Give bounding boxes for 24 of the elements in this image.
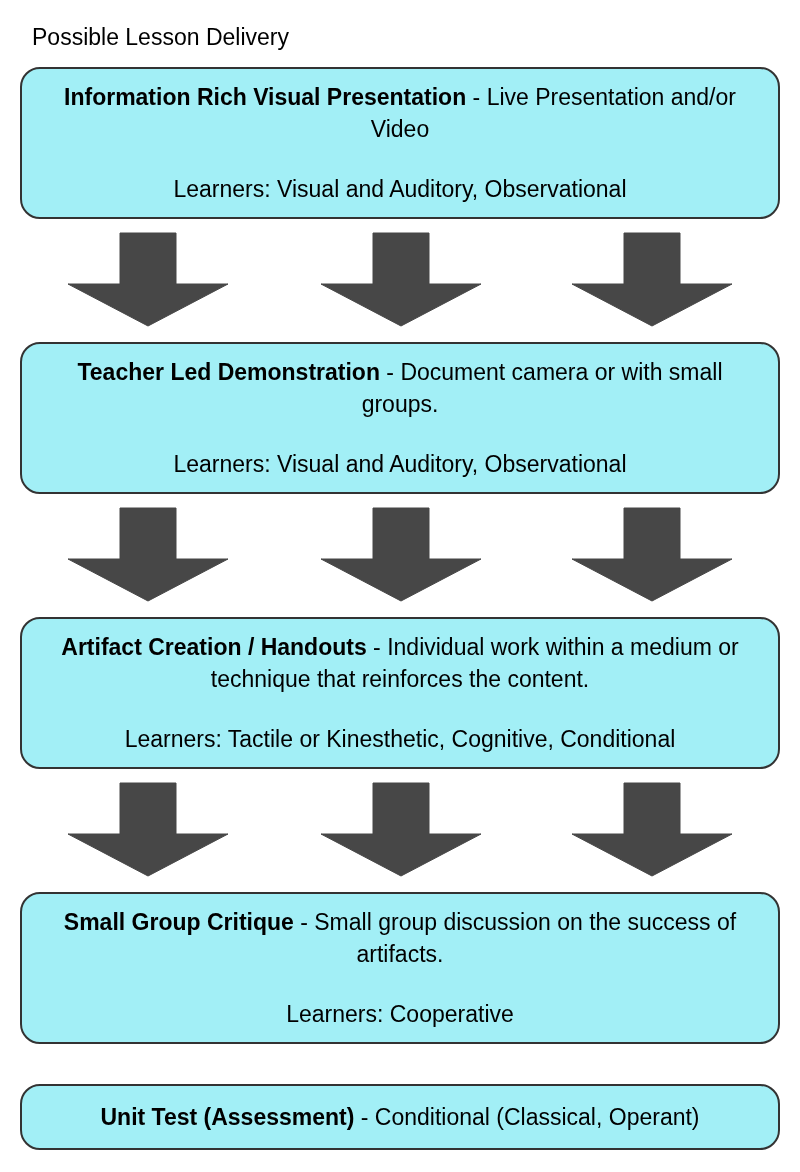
learner-types: Learners: Tactile or Kinesthetic, Cognitive, Conditional [124, 725, 676, 754]
step-description: Teacher Led Demonstration - Document camera or with small groups. [76, 358, 724, 419]
step-description: Small Group Critique - Small group discussion on the success of artifacts. [62, 908, 738, 969]
learner-types: Learners: Cooperative [286, 1000, 514, 1029]
step-description: Information Rich Visual Presentation - Live Presentation and/or Video [63, 83, 737, 144]
learner-types: Learners: Visual and Auditory, Observational [173, 450, 627, 479]
step-description: Artifact Creation / Handouts - Individual work within a medium or technique that reinforces the content. [60, 633, 740, 694]
block-arrow [571, 507, 733, 602]
process-box [20, 617, 780, 769]
block-arrow [320, 232, 482, 327]
block-arrow [320, 782, 482, 877]
diagram-title: Possible Lesson Delivery [32, 26, 289, 49]
process-box [20, 342, 780, 494]
block-arrow [320, 507, 482, 602]
step-description: Unit Test (Assessment) - Conditional (Classical, Operant) [100, 1103, 700, 1132]
block-arrow [571, 232, 733, 327]
block-arrow [67, 507, 229, 602]
block-arrow [67, 232, 229, 327]
block-arrow [67, 782, 229, 877]
process-box [20, 892, 780, 1044]
learner-types: Learners: Visual and Auditory, Observational [173, 175, 627, 204]
process-box [20, 1084, 780, 1150]
process-box [20, 67, 780, 219]
block-arrow [571, 782, 733, 877]
